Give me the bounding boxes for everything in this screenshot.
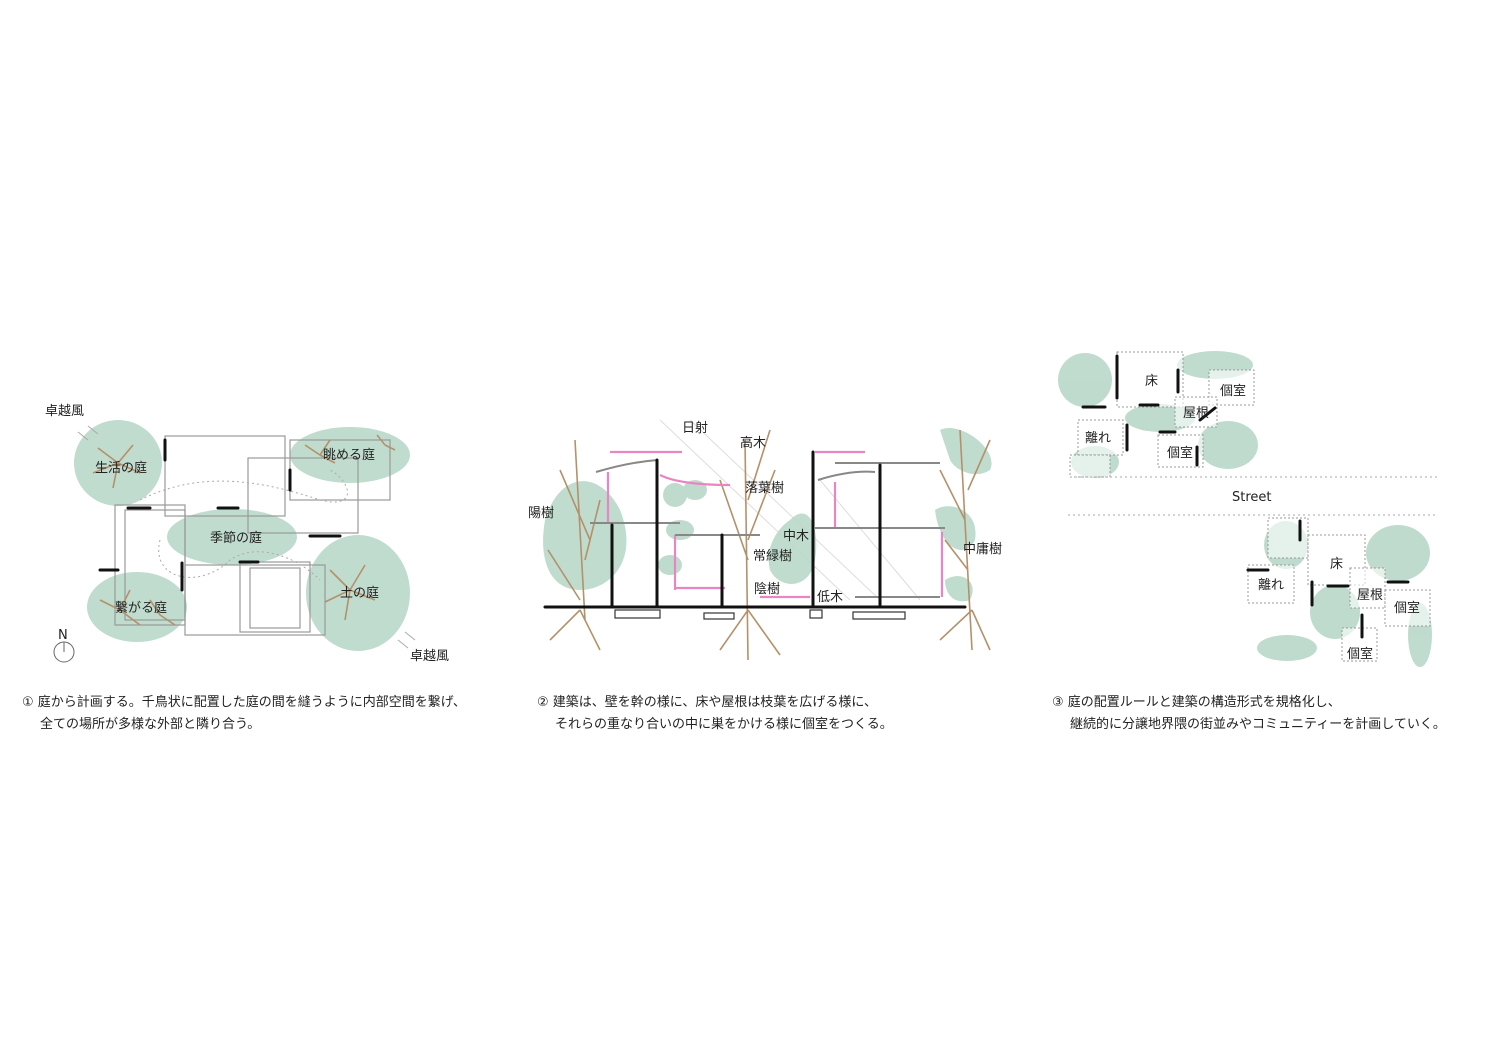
plan-branches <box>92 434 396 626</box>
intermediate-tree-foliage <box>935 428 992 602</box>
annex-label: 離れ <box>1085 431 1111 446</box>
evergreen-label: 常緑樹 <box>753 549 792 564</box>
caption-2: ② 建築は、壁を幹の様に、床や屋根は枝葉を広げる様に、 それらの重なり合いの中に… <box>537 692 893 736</box>
shade-tree-label: 陰樹 <box>754 582 780 597</box>
wind-label-top: 卓越風 <box>45 404 84 419</box>
garden-soil-label: 土の庭 <box>340 585 379 601</box>
room-label: 個室 <box>1394 600 1420 616</box>
caption-1: ① 庭から計画する。千鳥状に配置した庭の間を縫うように内部空間を繋げ、 全ての場… <box>22 692 466 736</box>
plan-diagram: 卓越風 生活の庭 眺める庭 季節の庭 土の庭 繋がる庭 卓越風 N <box>45 404 449 664</box>
garden-season-blob <box>167 509 297 565</box>
mid-tree-label: 中木 <box>783 529 809 544</box>
garden-view-label: 眺める庭 <box>323 447 375 463</box>
caption-3-line-2: 継続的に分譲地界隈の街並みやコミュニティーを計画していく。 <box>1070 717 1446 732</box>
evergreen-foliage <box>768 513 817 584</box>
caption-3-line-1: ③ 庭の配置ルールと建築の構造形式を規格化し、 <box>1052 695 1341 710</box>
room-label: 個室 <box>1167 445 1193 461</box>
floor-label: 床 <box>1145 374 1158 389</box>
caption-2-line-1: ② 建築は、壁を幹の様に、床や屋根は枝葉を広げる様に、 <box>537 695 878 710</box>
caption-1-line-1: ① 庭から計画する。千鳥状に配置した庭の間を縫うように内部空間を繋げ、 <box>22 695 466 710</box>
room-label: 個室 <box>1220 383 1246 399</box>
north-label: N <box>58 628 68 643</box>
garden-connect-label: 繋がる庭 <box>115 600 167 616</box>
garden-view-blob <box>290 427 410 483</box>
section-diagram: 日射 高木 落葉樹 陽樹 中木 常緑樹 中庸樹 陰樹 低木 <box>528 419 1002 661</box>
caption-1-line-2: 全ての場所が多様な外部と隣り合う。 <box>40 717 261 732</box>
site-diagram: 床 個室 屋根 離れ 個室 Street 床 離れ 屋根 個室 個室 <box>1058 351 1437 667</box>
floor-label: 床 <box>1330 557 1343 572</box>
annex-label: 離れ <box>1258 578 1284 593</box>
intermediate-tree-label: 中庸樹 <box>963 541 1002 557</box>
garden-season-label: 季節の庭 <box>210 530 262 546</box>
sunlight-label: 日射 <box>682 420 708 436</box>
roof-label: 屋根 <box>1183 406 1209 421</box>
roof-label: 屋根 <box>1357 588 1383 603</box>
shrub-label: 低木 <box>817 590 843 605</box>
wind-label-bottom: 卓越風 <box>410 649 449 664</box>
sun-tree-foliage <box>543 481 627 590</box>
room-label: 個室 <box>1347 646 1373 662</box>
caption-2-line-2: それらの重なり合いの中に巣をかける様に個室をつくる。 <box>555 717 893 732</box>
deciduous-label: 落葉樹 <box>745 481 784 496</box>
garden-living-label: 生活の庭 <box>95 460 147 476</box>
sun-tree-label: 陽樹 <box>528 506 554 521</box>
street-label: Street <box>1232 490 1272 505</box>
tall-tree-label: 高木 <box>740 435 766 451</box>
section-trees <box>547 429 991 661</box>
caption-3: ③ 庭の配置ルールと建築の構造形式を規格化し、 継続的に分譲地界隈の街並みやコミ… <box>1052 692 1446 736</box>
